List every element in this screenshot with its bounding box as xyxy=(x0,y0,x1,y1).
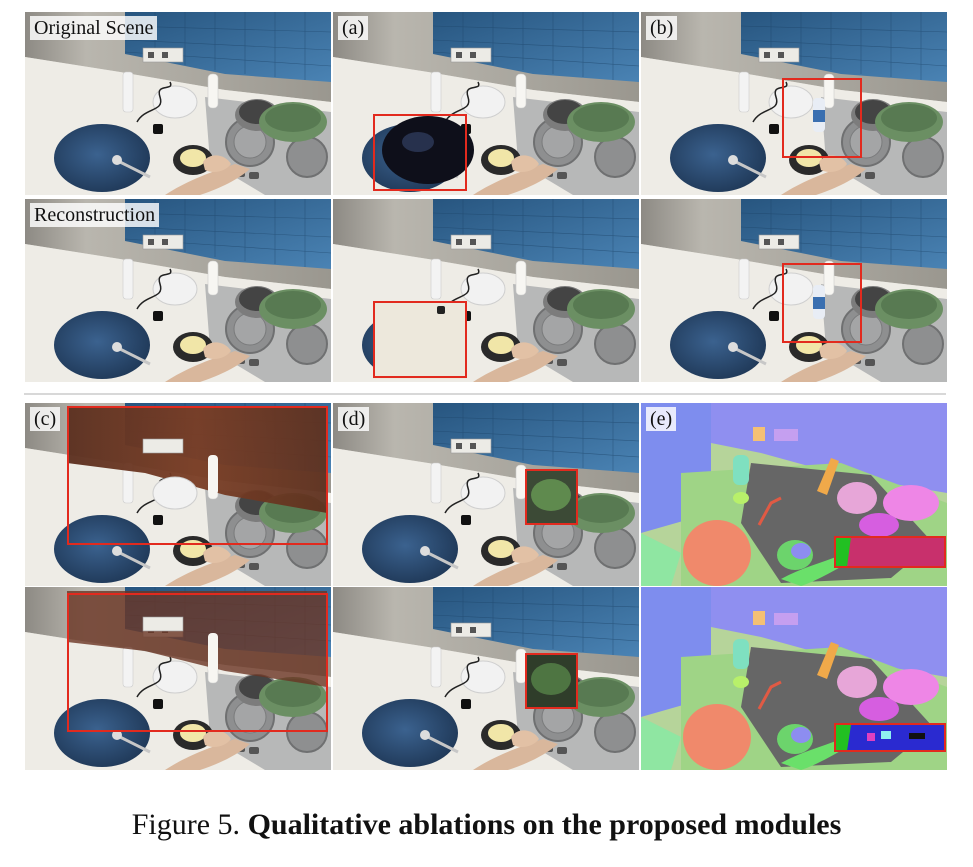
region xyxy=(835,537,945,567)
highlight-box xyxy=(67,593,328,732)
kitchen-image xyxy=(25,403,331,586)
highlight-box xyxy=(525,653,578,709)
panel-reconstruction: Reconstruction xyxy=(25,199,331,382)
kitchen-image xyxy=(333,403,639,586)
caption-prefix: Figure 5. xyxy=(131,808,241,841)
highlight-box xyxy=(373,114,467,191)
label-d: (d) xyxy=(338,407,370,431)
kitchen-image xyxy=(641,199,947,382)
segmentation-map xyxy=(641,587,947,770)
panel-e-top: (e) xyxy=(641,403,947,586)
highlight-box xyxy=(834,536,946,568)
highlight-box xyxy=(67,406,328,545)
label-b: (b) xyxy=(646,16,678,40)
kitchen-image xyxy=(333,199,639,382)
divider xyxy=(24,393,946,395)
caption-title: Qualitative ablations on the proposed mo… xyxy=(247,808,842,841)
highlight-box xyxy=(782,263,862,343)
kitchen-image xyxy=(25,587,331,770)
label-a: (a) xyxy=(338,16,369,40)
artifact-blob xyxy=(382,116,474,184)
segmentation-map xyxy=(641,403,947,586)
panel-a-bottom xyxy=(333,199,639,382)
panel-d-top: (d) xyxy=(333,403,639,586)
kitchen-image xyxy=(333,12,639,195)
label-e: (e) xyxy=(646,407,677,431)
label-c: (c) xyxy=(30,407,61,431)
kitchen-image xyxy=(641,12,947,195)
panel-b-top: (b) xyxy=(641,12,947,195)
highlight-box xyxy=(525,469,578,525)
panel-c-bottom xyxy=(25,587,331,770)
panel-b-bottom xyxy=(641,199,947,382)
removed-region xyxy=(373,301,467,379)
highlight-box xyxy=(834,723,946,752)
panel-c-top: (c) xyxy=(25,403,331,586)
panel-a-top: (a) xyxy=(333,12,639,195)
highlight-box xyxy=(782,78,862,158)
figure-caption: Figure 5. Qualitative ablations on the p… xyxy=(0,808,973,842)
panel-d-bottom xyxy=(333,587,639,770)
panel-original-scene: Original Scene xyxy=(25,12,331,195)
label-original-scene: Original Scene xyxy=(30,16,158,40)
label-reconstruction: Reconstruction xyxy=(30,203,160,227)
highlight-box xyxy=(373,301,467,378)
kitchen-image xyxy=(333,587,639,770)
panel-e-bottom xyxy=(641,587,947,770)
wood-wall xyxy=(67,591,327,687)
wood-wall xyxy=(67,407,327,513)
